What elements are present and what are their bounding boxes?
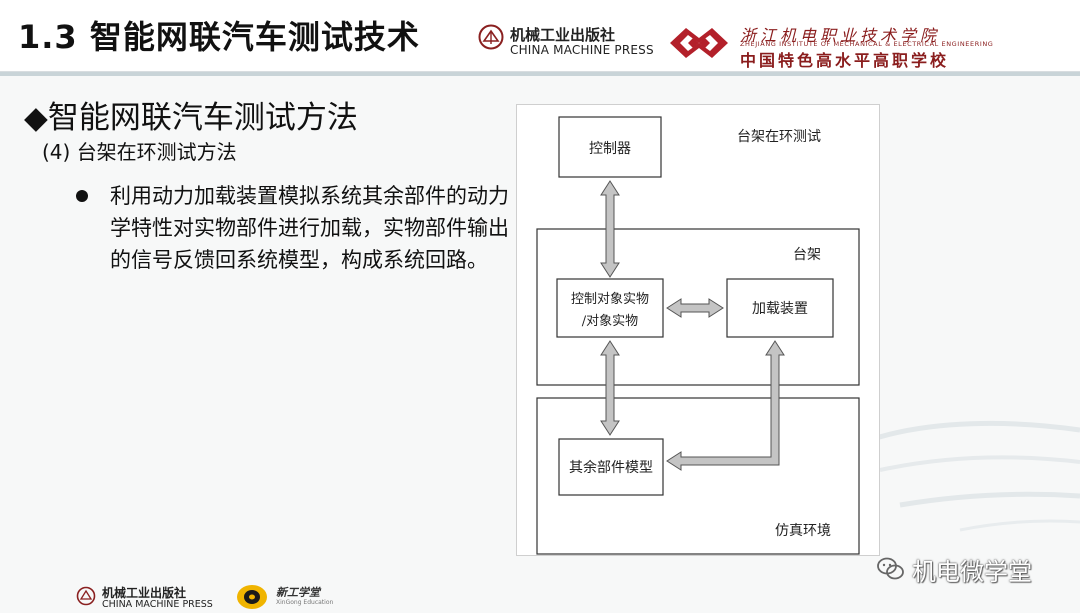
loading-device-box [726,278,834,338]
publisher-name-en: CHINA MACHINE PRESS [510,43,654,57]
footer-bar: 机械工业出版社 CHINA MACHINE PRESS 新工学堂 XinGong… [0,582,1080,613]
loading-device-label: 加载装置 [752,301,808,317]
remaining-model-label: 其余部件模型 [569,459,653,476]
controller-box [558,116,662,178]
footer-publisher-en: CHINA MACHINE PRESS [102,599,213,610]
hil-bench-diagram: 台架在环测试 控制器 台架 控制对象实物 /对象实物 加载装置 仿真环境 其余部… [516,104,880,556]
footer-brand-en: XinGong Education [276,599,334,606]
watermark-text: 机电微学堂 [912,558,1032,586]
footer-brand-cn: 新工学堂 [276,586,320,599]
publisher-logo: 机械工业出版社 CHINA MACHINE PRESS [478,22,658,62]
sim-env-label: 仿真环境 [775,523,831,539]
arrow-controller-object [600,180,620,278]
diagram-canvas: 台架在环测试 控制器 台架 控制对象实物 /对象实物 加载装置 仿真环境 其余部… [536,116,860,555]
control-object-line2: /对象实物 [582,314,638,329]
arrow-model-loading [666,340,785,471]
header-bar: 1.3 智能网联汽车测试技术 机械工业出版社 CHINA MACHINE PRE… [0,0,1080,72]
page-title: 1.3 智能网联汽车测试技术 [18,18,420,56]
publisher-name-cn: 机械工业出版社 [510,26,616,44]
bench-container [536,228,860,386]
footer-publisher-logo: 机械工业出版社 CHINA MACHINE PRESS [76,584,226,612]
diagram-title: 台架在环测试 [737,129,821,145]
school-slogan: 中国特色高水平高职学校 [740,51,950,70]
school-name-calligraphy: 浙江机电职业技术学院 [740,26,941,45]
bullet-icon [76,190,88,202]
section-heading: ◆智能网联汽车测试方法 [24,100,358,136]
header-divider [0,72,1080,76]
publisher-seal-icon [478,24,504,50]
sub-heading: (4) 台架在环测试方法 [42,140,237,164]
school-name-en: ZHEJIANG INSTITUTE OF MECHANICAL & ELECT… [740,40,994,48]
school-logo: 浙江机电职业技术学院 ZHEJIANG INSTITUTE OF MECHANI… [666,20,1076,70]
control-object-box [556,278,664,338]
controller-label: 控制器 [589,141,631,157]
arrow-object-loading [666,298,724,318]
footer-brand-disc-icon [237,585,267,609]
arrow-object-model [600,340,620,436]
watermark: 机电微学堂 [872,548,1080,588]
bench-label: 台架 [793,247,821,263]
footer-brand-logo: 新工学堂 XinGong Education [236,584,356,612]
wechat-icon [877,557,904,580]
sim-env-container [536,397,860,555]
control-object-line1: 控制对象实物 [571,292,649,307]
remaining-model-box [558,438,664,496]
bullet-text: 利用动力加载装置模拟系统其余部件的动力学特性对实物部件进行加载，实物部件输出的信… [110,184,509,272]
school-emblem-icon [670,28,728,58]
footer-publisher-cn: 机械工业出版社 [102,586,187,600]
footer-publisher-seal-icon [76,586,96,606]
